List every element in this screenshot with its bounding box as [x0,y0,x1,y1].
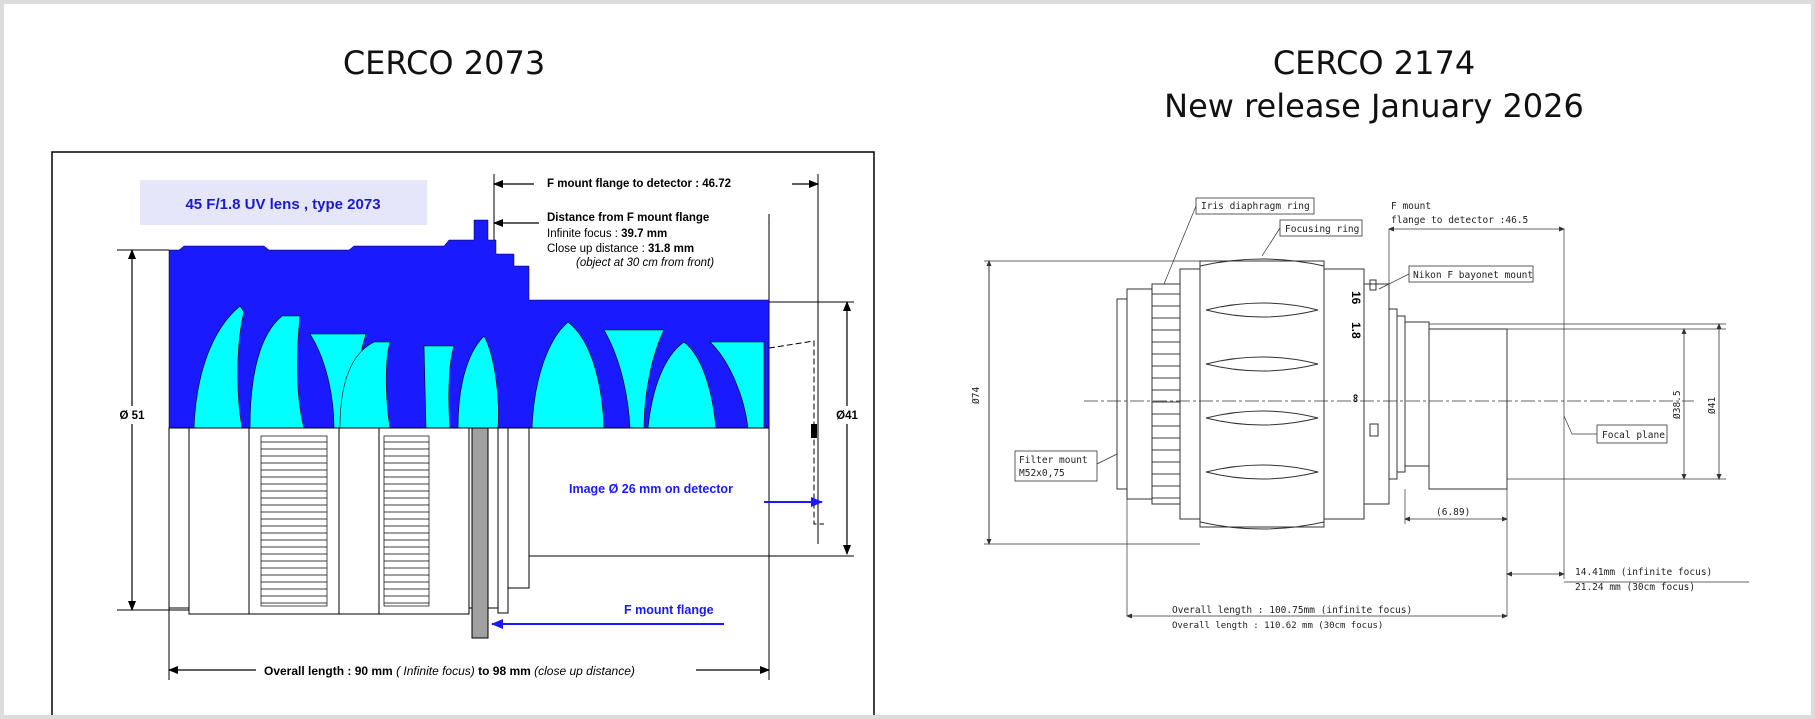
focal-plane-label: Focal plane [1602,430,1665,441]
aperture-mark-16: 16 [1349,291,1363,305]
focus-distance-line1: 14.41mm (infinite focus) [1575,567,1712,578]
focusing-ring [1199,260,1325,528]
overall-length-label: Overall length : 90 mm ( Infinite focus)… [264,664,635,678]
aperture-marks: 16 1.8 ∞ [1349,291,1363,403]
f-mount-flange-plate [471,427,489,639]
lens-element-2 [249,315,305,429]
filter-mount-ring [1116,298,1128,490]
overall-length-line1: Overall length : 100.75mm (infinite focu… [1172,605,1412,616]
close-up-line: Close up distance : 31.8 mm [547,243,694,255]
bayonet-body [1363,283,1390,505]
knurled-rings [260,435,430,607]
filter-mount-callout [1014,450,1098,482]
diameter-385-label: Ø38.5 [1672,390,1683,419]
lens-barrel-lower [168,427,770,615]
right-title-line1: CERCO 2174 [1272,44,1476,82]
lens-element-6 [457,335,499,429]
aperture-mark-inf: ∞ [1349,394,1363,403]
lens-element-1 [193,305,245,429]
front-body [1179,268,1201,520]
right-title-line2: New release January 2026 [1164,87,1584,125]
object-note: (object at 30 cm from front) [576,257,714,269]
filter-mount-label-line2: M52x0,75 [1019,468,1065,479]
lens-label-box [140,180,427,225]
fmount-label-line1: F mount [1391,201,1431,212]
fmount-label-line2: flange to detector :46.5 [1391,215,1528,226]
lens-element-4 [339,341,391,429]
iris-ring [1151,283,1181,505]
left-title: CERCO 2073 [244,42,644,85]
slide: CERCO 2073 CERCO 2174 New release Januar… [4,4,1811,715]
rear-tube [1428,328,1508,490]
diameter-74-label: Ø74 [971,387,982,404]
nikon-bayonet-label: Nikon F bayonet mount [1413,270,1533,281]
right-title: CERCO 2174 New release January 2026 [1104,42,1644,128]
lens-label: 45 F/1.8 UV lens , type 2073 [185,196,380,213]
left-title-text: CERCO 2073 [342,44,546,82]
image-diameter-note: Image Ø 26 mm on detector [569,482,733,496]
left-diagram-frame [51,151,875,715]
flange-note: F mount flange [624,603,714,617]
lens-element-9 [647,341,717,429]
right-diagram: 16 1.8 ∞ [984,197,1749,619]
lens-element-7 [531,321,605,429]
diameter-41-label-right: Ø41 [1707,397,1718,414]
overall-length-line2: Overall length : 110.62 mm (30cm focus) [1172,621,1383,631]
filter-mount-label-line1: Filter mount [1019,455,1088,466]
lens-elements [193,305,765,429]
focus-distance-line2: 21.24 mm (30cm focus) [1575,582,1695,593]
flange-to-detector-label: F mount flange to detector : 46.72 [547,178,731,190]
diagrams-canvas: 45 F/1.8 UV lens , type 2073 F mount fla… [51,151,1749,715]
diameter-41-label: Ø41 [836,410,858,422]
aperture-mark-18: 1.8 [1349,322,1363,339]
lens-body-cross-section [168,219,770,429]
distance-heading: Distance from F mount flange [547,212,709,224]
iris-ring-label: Iris diaphragm ring [1201,201,1310,212]
left-diagram: 45 F/1.8 UV lens , type 2073 F mount fla… [51,151,875,715]
focusing-ring-label: Focusing ring [1285,224,1359,235]
dim-689-label: (6.89) [1436,507,1470,518]
diameter-51-label: Ø 51 [120,410,146,422]
infinite-focus-line: Infinite focus : 39.7 mm [547,228,667,240]
